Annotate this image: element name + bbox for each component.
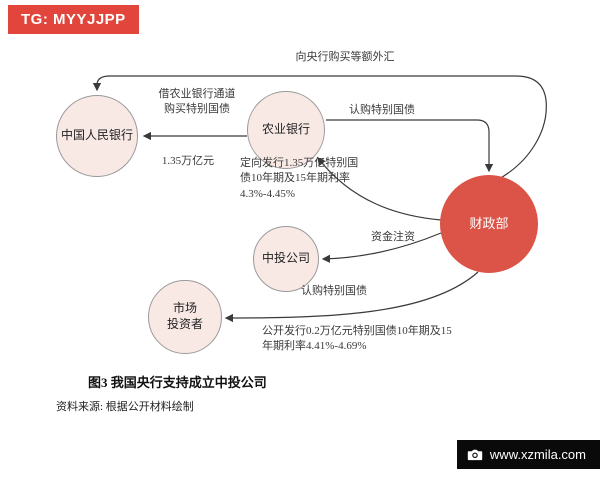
label-public-issue: 公开发行0.2万亿元特别国债10年期及15 年期利率4.41%-4.69% xyxy=(262,324,460,355)
tg-watermark-badge: TG: MYYJJPP xyxy=(8,5,139,34)
label-directed-line1: 定向发行1.35万亿特别国 xyxy=(240,157,359,169)
label-channel-line1: 借农业银行通道 xyxy=(158,88,236,100)
node-abc-label: 农业银行 xyxy=(261,122,310,137)
node-pboc-label: 中国人民银行 xyxy=(60,128,133,143)
label-subscribe-market: 认购特别国债 xyxy=(301,285,367,297)
label-amount: 1.35万亿元 xyxy=(161,155,215,167)
label-directed-line3: 4.3%-4.45% xyxy=(240,187,295,200)
label-directed-line2: 债10年期及15年期利率 xyxy=(240,172,350,185)
node-investors-label-line1: 市场 xyxy=(172,301,197,316)
node-cic-label: 中投公司 xyxy=(261,251,310,266)
node-mof: 财政部 xyxy=(440,175,538,273)
site-watermark-text: www.xzmila.com xyxy=(489,447,586,462)
node-abc: 农业银行 xyxy=(247,91,325,169)
arrow-capital-injection xyxy=(321,232,442,264)
label-subscribe-abc: 认购特别国债 xyxy=(349,104,415,116)
arrow-public-issue xyxy=(224,271,479,323)
label-buy-fx: 向央行购买等额外汇 xyxy=(295,51,395,63)
arrow-directed-issue xyxy=(317,157,442,221)
arrow-buy-fx xyxy=(92,75,547,181)
node-pboc: 中国人民银行 xyxy=(56,95,138,177)
label-public-line2: 年期利率4.41%-4.69% xyxy=(262,340,367,353)
figure-caption: 图3 我国央行支持成立中投公司 xyxy=(88,375,267,390)
label-channel-purchase: 借农业银行通道 购买特别国债 xyxy=(148,87,246,118)
figure-source: 资料来源: 根据公开材料绘制 xyxy=(56,401,194,413)
camera-icon xyxy=(467,448,483,461)
node-mof-label: 财政部 xyxy=(469,215,509,231)
node-investors-label-line2: 投资者 xyxy=(166,317,203,331)
node-cic: 中投公司 xyxy=(253,226,319,292)
label-directed-issue: 定向发行1.35万亿特别国 债10年期及15年期利率 4.3%-4.45% xyxy=(240,156,378,202)
site-watermark-bar: www.xzmila.com xyxy=(456,440,600,469)
arrow-subscribe-abc xyxy=(326,119,494,173)
label-capital-injection: 资金注资 xyxy=(371,231,415,243)
label-channel-line2: 购买特别国债 xyxy=(164,103,230,116)
node-investors: 市场 投资者 xyxy=(148,280,222,354)
label-public-line1: 公开发行0.2万亿元特别国债10年期及15 xyxy=(262,325,452,337)
